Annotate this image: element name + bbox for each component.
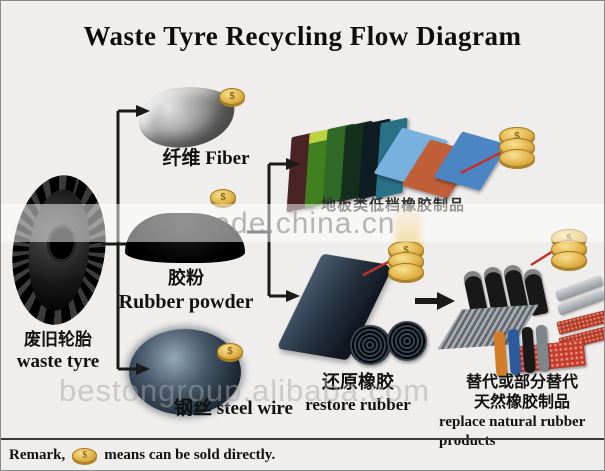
waste-tyre-label-cn: 废旧轮胎 <box>24 330 92 349</box>
replace-label-cn-2: 天然橡胶制品 <box>473 394 570 411</box>
arrowheads <box>136 105 455 375</box>
coin-icon <box>499 149 535 167</box>
fiber-label: 纤维 Fiber <box>162 148 250 169</box>
coin-symbol: $ <box>514 130 520 142</box>
restore-rubber-label-en: restore rubber <box>305 394 411 414</box>
waste-tyre-label: 废旧轮胎 waste tyre <box>5 329 111 374</box>
coin-symbol: $ <box>229 91 235 102</box>
coin-symbol: $ <box>82 450 88 461</box>
coin-icon-remark: $ <box>72 448 98 463</box>
coin-icon <box>551 251 587 269</box>
replace-label-cn-1: 替代或部分替代 <box>465 374 578 391</box>
coin-stack-icon-floor: $ <box>499 127 535 167</box>
coin-icon-steelwire: $ <box>217 343 243 360</box>
coin-icon-fiber: $ <box>219 88 245 105</box>
remark-prefix: Remark, <box>9 447 66 463</box>
coin-symbol: $ <box>220 192 226 203</box>
rubber-roll-image <box>349 325 391 365</box>
restore-rubber-label-cn: 还原橡胶 <box>322 372 394 392</box>
replace-label-en-2: products <box>439 432 496 449</box>
page-title: Waste Tyre Recycling Flow Diagram <box>83 21 522 51</box>
coin-stack-icon-restore: $ <box>388 241 424 281</box>
replace-products-label: 替代或部分替代 天然橡胶制品 replace natural rubber pr… <box>439 373 604 451</box>
rubber-powder-label: 胶粉 Rubber powder <box>101 267 271 315</box>
pointer-floor-to-coins <box>460 149 505 175</box>
watermark-middle: trade.china.cn <box>193 207 396 240</box>
watermark-bottom: bestongroup.alibaba.com <box>59 373 431 408</box>
waste-tyre-label-en: waste tyre <box>16 351 100 373</box>
remark-bar: Remark, $ means can be sold directly. <box>1 438 604 470</box>
coin-symbol: $ <box>403 244 409 256</box>
rubber-powder-label-cn: 胶粉 <box>168 268 204 288</box>
watermark-stripe <box>1 204 604 242</box>
remark-suffix: means can be sold directly. <box>104 447 276 463</box>
restore-rubber-label: 还原橡胶 restore rubber <box>283 371 433 415</box>
coin-symbol: $ <box>227 346 233 357</box>
coin-icon <box>388 263 424 281</box>
rubber-powder-label-en: Rubber powder <box>118 290 254 313</box>
rubber-roll-image <box>387 321 427 361</box>
replace-label-en-1: replace natural rubber <box>439 414 586 430</box>
steel-wire-label: 钢丝 steel wire <box>174 398 293 419</box>
